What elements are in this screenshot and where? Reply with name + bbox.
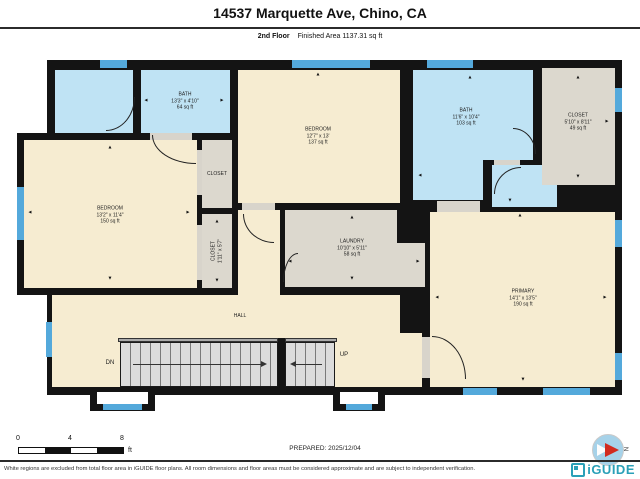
scale-tick-4: 4: [68, 435, 72, 442]
door-opening: [197, 150, 202, 195]
dim-arrow-icon: ▲: [214, 218, 220, 225]
room-laundry: [397, 243, 425, 287]
iguide-logo-icon: [571, 462, 586, 477]
page-title: 14537 Marquette Ave, Chino, CA: [213, 5, 427, 21]
room-laundry: [285, 210, 397, 287]
dim-arrow-icon: ◄: [143, 97, 149, 104]
room-bedroom-left: [24, 140, 197, 288]
room-label-bedroom-center: BEDROOM 12'7" x 13' 137 sq ft: [305, 126, 331, 146]
scale-tick-0: 0: [16, 435, 20, 442]
window: [346, 404, 372, 410]
stair-direction-line: [296, 364, 322, 365]
dim-arrow-icon: ►: [219, 97, 225, 104]
stair-direction-line: [133, 364, 261, 365]
dim-arrow-icon: ▼: [107, 275, 113, 282]
door-opening: [422, 337, 430, 378]
stairs-down-label: DN: [105, 360, 115, 367]
dim-arrow-icon: ▼: [520, 376, 526, 383]
window: [543, 388, 590, 395]
room-bath-left: [141, 70, 230, 133]
stair-rail: [285, 338, 337, 342]
bay-interior: [97, 392, 148, 404]
dim-arrow-icon: ►: [604, 118, 610, 125]
room-closet-vertical: [202, 214, 232, 288]
window: [615, 88, 622, 112]
window: [292, 60, 370, 68]
prepared-date: PREPARED: 2025/12/04: [289, 445, 361, 452]
room-label-hall: HALL: [233, 312, 247, 319]
scale-bar: [18, 447, 124, 454]
room-label-bath-left: BATH 13'3" x 4'10" 64 sq ft: [171, 91, 199, 111]
dim-arrow-icon: ◄: [287, 258, 293, 265]
window: [615, 220, 622, 247]
window: [103, 404, 142, 410]
dim-arrow-icon: ▲: [107, 144, 113, 151]
dim-arrow-icon: ◄: [417, 172, 423, 179]
bay-interior: [340, 392, 378, 404]
dim-arrow-icon: ▼: [349, 275, 355, 282]
room-closet-right: [542, 68, 615, 185]
room-closet-small: [202, 140, 232, 208]
iguide-logo-text: iGUIDE: [587, 462, 635, 477]
room-label-closet-right: CLOSET 5'10" x 8'11" 49 sq ft: [564, 112, 592, 132]
compass-south-needle: [597, 444, 608, 456]
dim-arrow-icon: ►: [602, 294, 608, 301]
window: [463, 388, 497, 395]
arrow-left-icon: [290, 361, 296, 367]
footer-divider: [0, 460, 640, 462]
dim-arrow-icon: ▼: [575, 173, 581, 180]
finished-area-label: Finished Area 1137.31 sq ft: [297, 33, 383, 40]
floor-subtitle: 2nd Floor Finished Area 1137.31 sq ft: [0, 33, 640, 40]
window: [615, 353, 622, 380]
floor-label: 2nd Floor: [257, 33, 290, 40]
window: [427, 60, 473, 68]
footer-disclaimer: White regions are excluded from total fl…: [4, 466, 476, 472]
dim-arrow-icon: ▲: [349, 214, 355, 221]
dim-arrow-icon: ▼: [507, 197, 513, 204]
header-divider: [0, 27, 640, 29]
room-label-bedroom-left: BEDROOM 13'2" x 11'4" 150 sq ft: [96, 205, 124, 225]
window: [46, 322, 52, 357]
compass-north-needle: [605, 443, 619, 457]
scale-unit-label: ft: [128, 447, 132, 454]
dim-arrow-icon: ◄: [434, 294, 440, 301]
room-label-closet-vertical: CLOSET 1'11" x 5'7": [210, 238, 224, 264]
room-label-closet-small: CLOSET: [206, 170, 228, 177]
dim-arrow-icon: ▲: [575, 74, 581, 81]
stair-divider-wall: [278, 338, 285, 387]
door-opening: [494, 160, 520, 165]
dim-arrow-icon: ▲: [467, 74, 473, 81]
room-label-laundry: LAUNDRY 10'10" x 5'11" 58 sq ft: [337, 238, 367, 258]
dim-arrow-icon: ►: [185, 209, 191, 216]
dim-arrow-icon: ◄: [27, 209, 33, 216]
room-label-primary: PRIMARY 14'1" x 13'5" 190 sq ft: [509, 288, 537, 308]
door-opening: [197, 225, 202, 280]
arrow-right-icon: [261, 361, 267, 367]
iguide-brand: iGUIDE: [571, 462, 635, 477]
stair-rail: [118, 338, 278, 342]
door-opening: [242, 203, 275, 210]
dim-arrow-icon: ►: [415, 258, 421, 265]
north-label: N: [622, 446, 629, 452]
room-bedroom-center: [238, 70, 400, 203]
stairs-up-label: UP: [339, 352, 349, 359]
dim-arrow-icon: ▲: [315, 71, 321, 78]
window: [17, 187, 24, 240]
door-opening: [437, 201, 480, 212]
dim-arrow-icon: ▼: [214, 277, 220, 284]
room-hall: [400, 333, 422, 387]
dim-arrow-icon: ▲: [517, 212, 523, 219]
window: [100, 60, 127, 68]
scale-tick-8: 8: [120, 435, 124, 442]
room-label-bath-right: BATH 11'6" x 10'4" 103 sq ft: [452, 107, 480, 127]
room-bath-right: [413, 160, 483, 200]
